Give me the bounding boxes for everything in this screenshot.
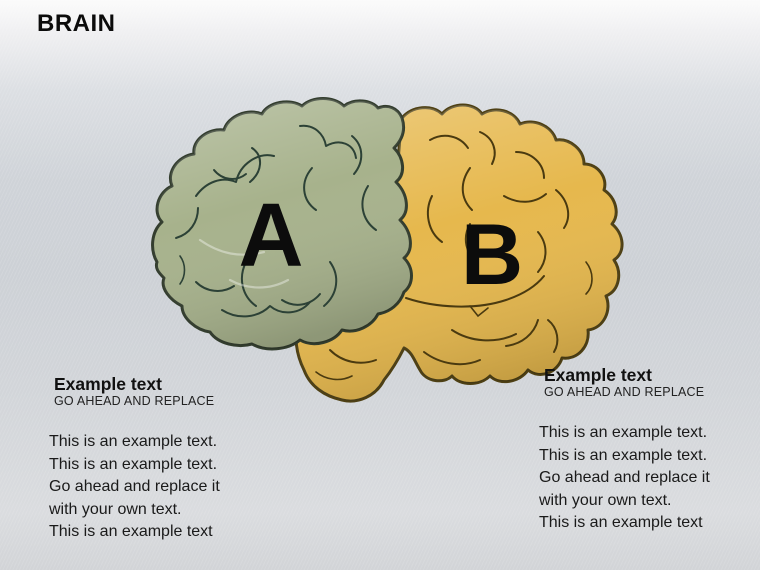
slide-title: BRAIN xyxy=(37,10,116,37)
left-hemisphere-folds xyxy=(175,124,377,318)
right-caption-heading: Example text xyxy=(544,365,652,385)
left-hemisphere xyxy=(151,97,413,351)
hemisphere-labels: A B xyxy=(239,186,524,303)
paragraph-line: This is an example text. xyxy=(49,433,218,450)
paragraph-line: This is an example text. xyxy=(539,446,708,464)
paragraph-line: This is an example text xyxy=(49,523,213,540)
left-hemisphere-shading xyxy=(152,98,412,349)
paragraph-line: with your own text. xyxy=(49,500,182,518)
paragraph-line: Go ahead and replace it xyxy=(539,469,710,486)
paragraph-line: This is an example text. xyxy=(539,424,708,441)
right-hemisphere-folds xyxy=(315,131,593,381)
paragraph-line: Go ahead and replace it xyxy=(49,478,220,495)
right-caption-paragraph: This is an example text. This is an exam… xyxy=(539,422,760,535)
right-caption-block: Example text GO AHEAD AND REPLACE This i… xyxy=(539,366,760,535)
left-caption-subheading: GO AHEAD AND REPLACE xyxy=(54,394,215,408)
paragraph-line: This is an example text xyxy=(539,514,703,531)
label-a: A xyxy=(239,186,304,286)
left-caption-paragraph: This is an example text. This is an exam… xyxy=(49,431,279,544)
left-caption-heading: Example text xyxy=(54,374,162,394)
right-hemisphere-shading xyxy=(296,105,623,402)
paragraph-line: This is an example text. xyxy=(49,455,218,473)
label-b: B xyxy=(461,207,523,303)
right-caption-subheading: GO AHEAD AND REPLACE xyxy=(544,385,705,399)
left-caption-block: Example text GO AHEAD AND REPLACE This i… xyxy=(49,375,279,544)
paragraph-line: with your own text. xyxy=(539,491,672,509)
